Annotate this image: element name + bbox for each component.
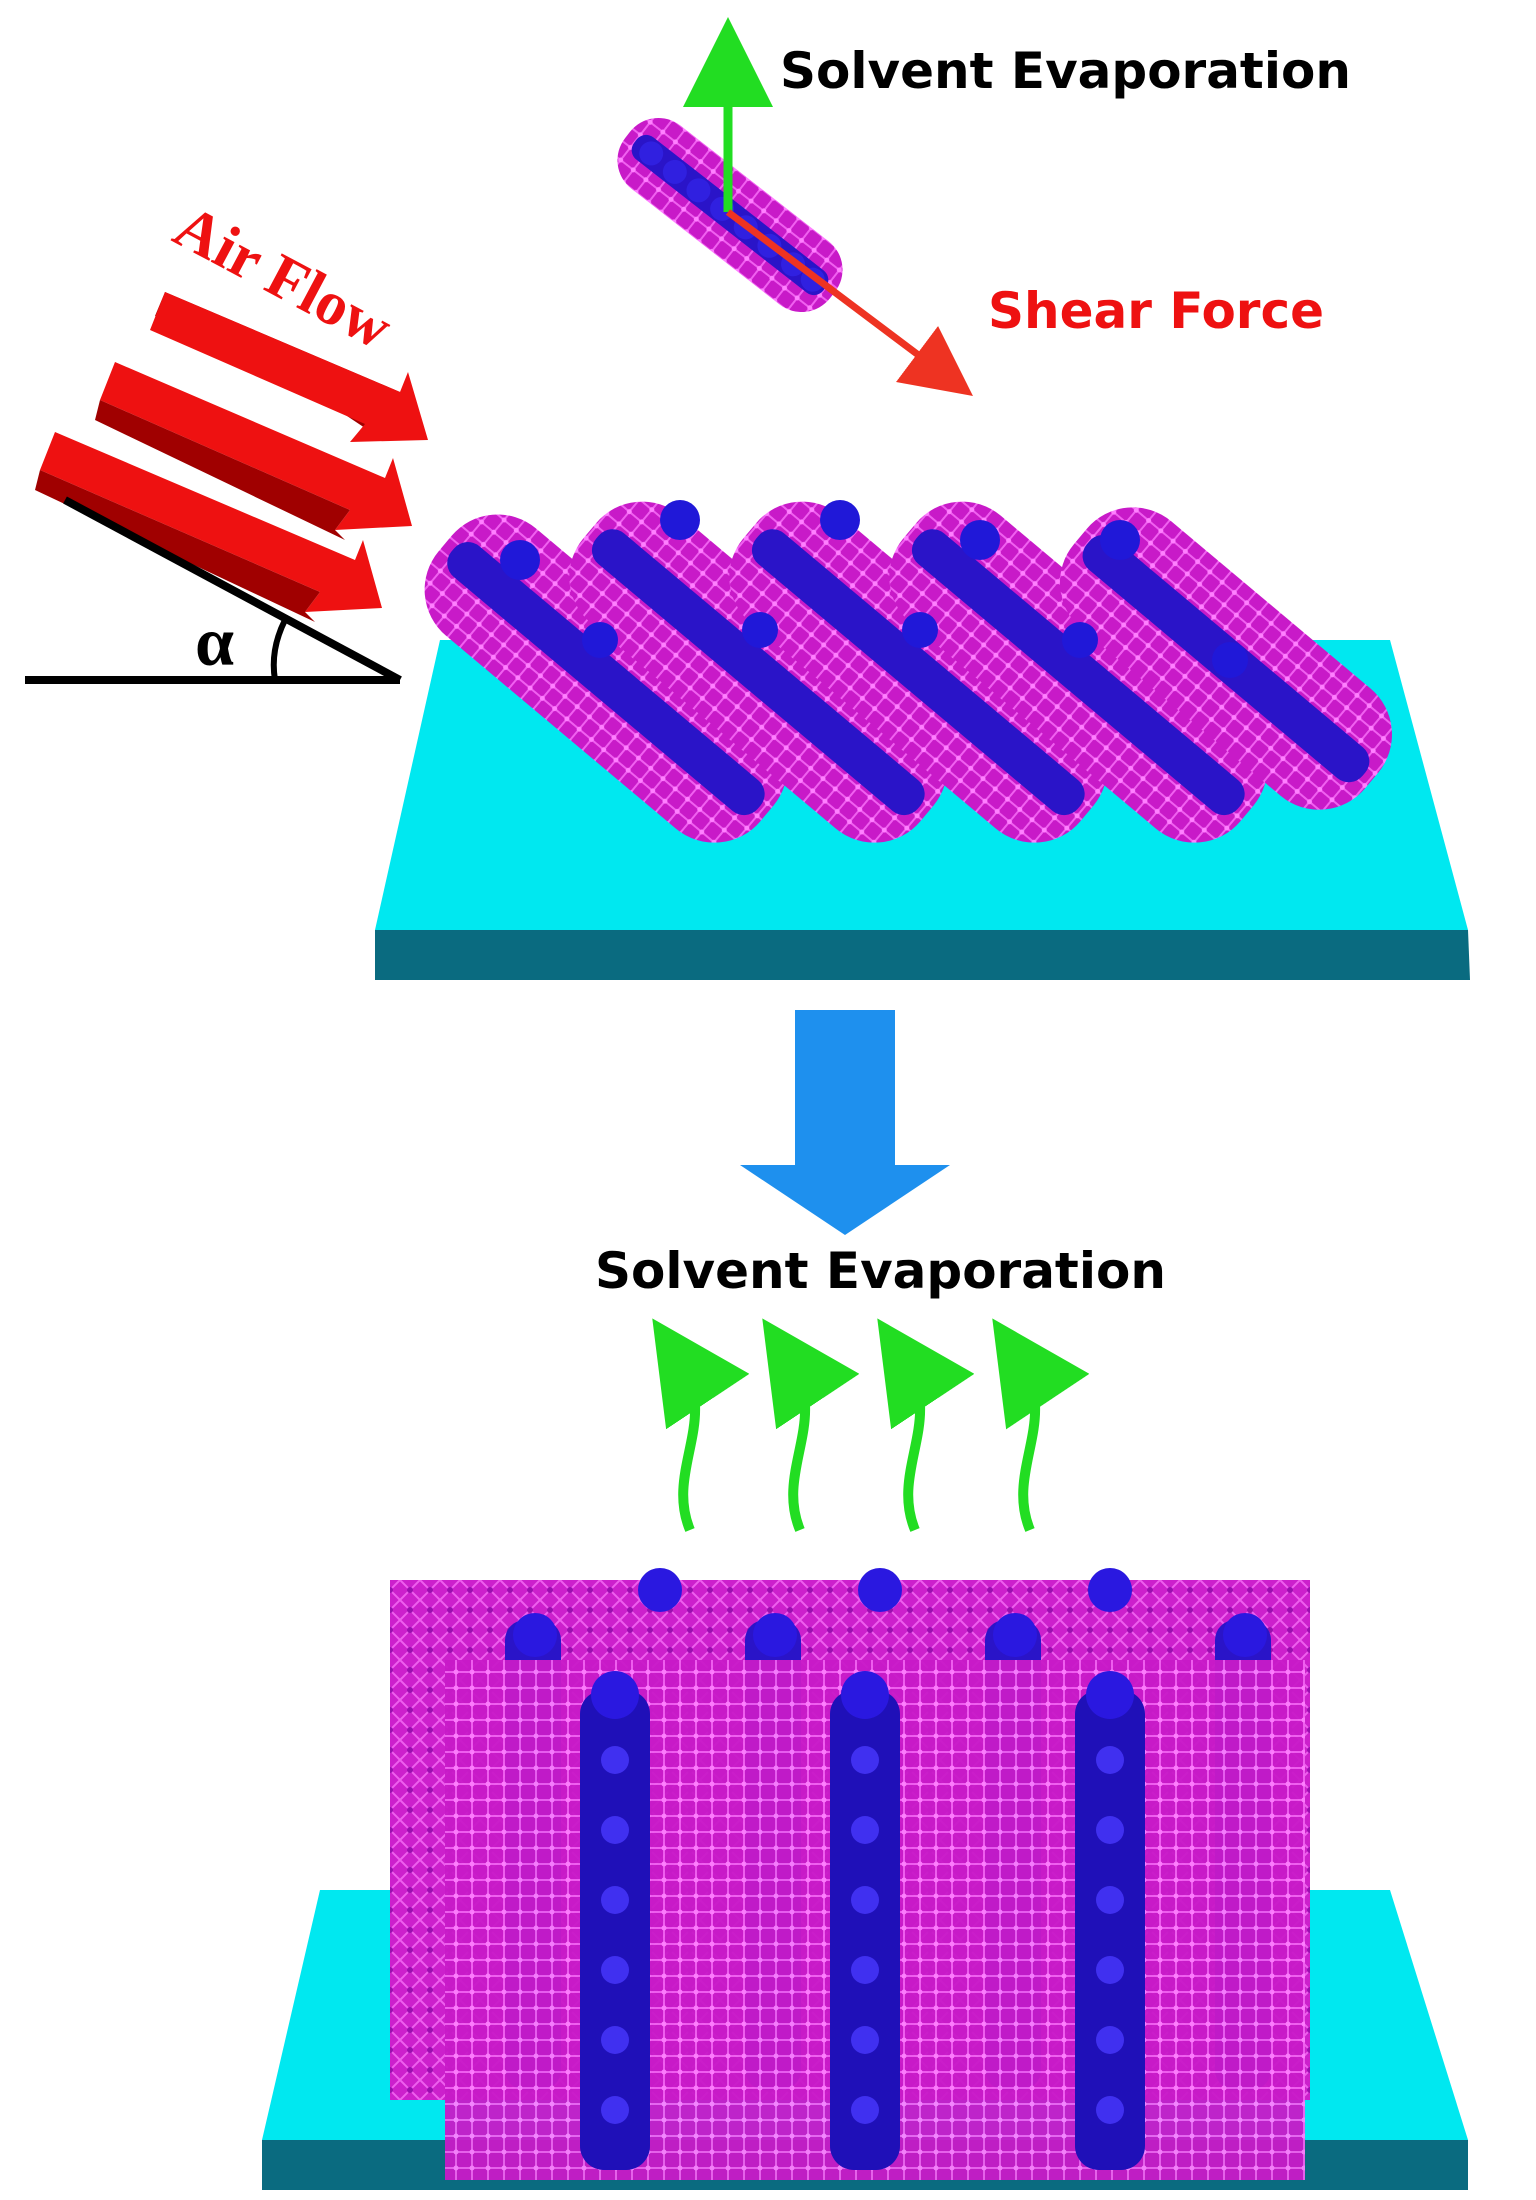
process-arrow-icon	[740, 1010, 950, 1235]
angle-icon	[25, 496, 402, 684]
evaporation-arrow-icon	[652, 1318, 750, 1532]
evaporation-arrow-icon	[762, 1318, 860, 1532]
tilted-micelle-array	[424, 500, 1392, 843]
airflow-arrow-icon	[35, 432, 382, 622]
bottom-evaporation-label: Solvent Evaporation	[595, 1242, 1166, 1300]
angle-alpha-label: α	[195, 604, 234, 681]
shear-force-label: Shear Force	[988, 282, 1324, 340]
evaporation-arrows	[652, 1318, 1090, 1532]
evaporation-arrow-icon	[877, 1318, 975, 1532]
evaporation-arrow-icon	[992, 1318, 1090, 1532]
airflow-arrow-icon	[95, 362, 412, 540]
vertical-micelle-array	[390, 1568, 1310, 2180]
top-evaporation-label: Solvent Evaporation	[780, 42, 1351, 100]
airflow-arrow-icon	[150, 292, 428, 442]
shear-arrow-icon	[725, 209, 973, 397]
airflow-arrows	[35, 292, 428, 622]
